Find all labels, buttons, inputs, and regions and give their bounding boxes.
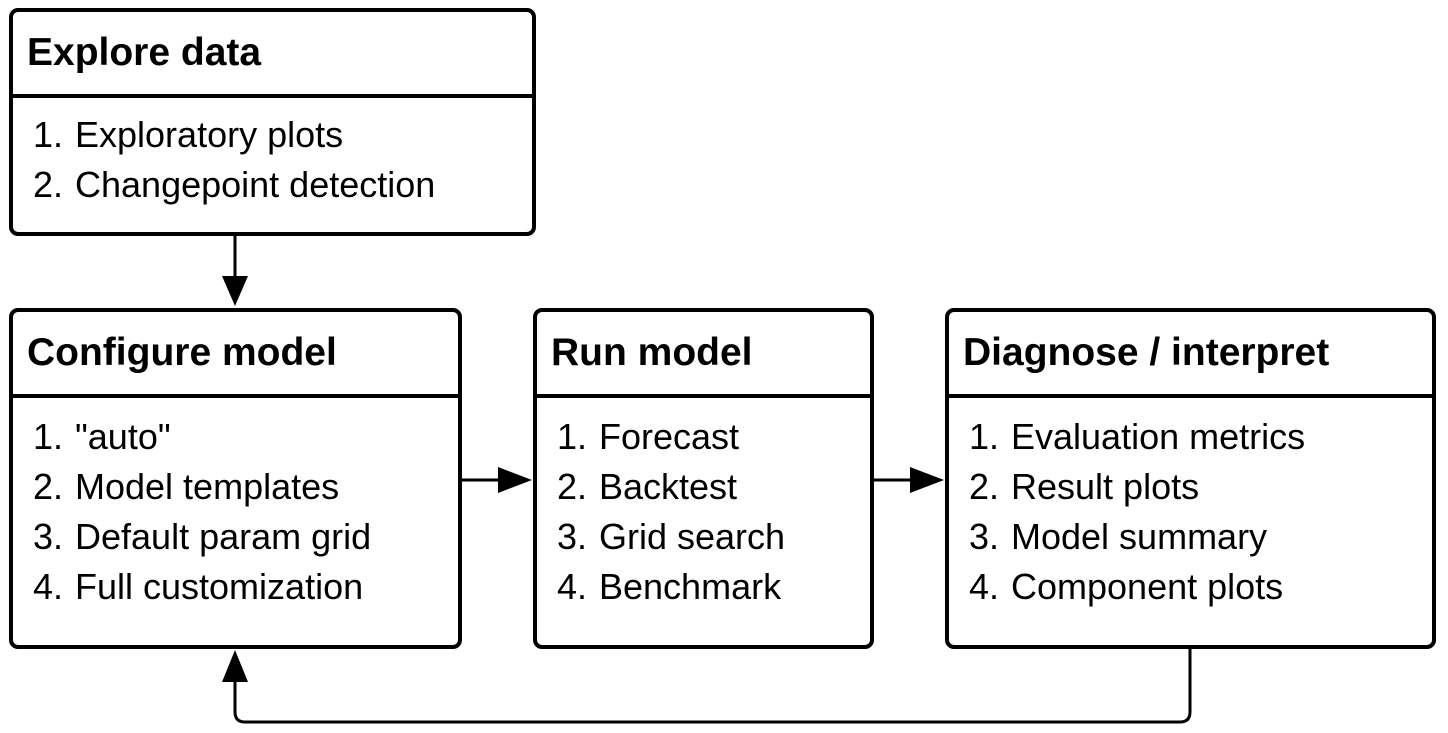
list-item: 1.Exploratory plots xyxy=(33,114,344,155)
configure-model-box: Configure model 1."auto" 2.Model templat… xyxy=(9,308,462,649)
configure-model-title: Configure model xyxy=(13,312,458,398)
arrow-explore-to-configure xyxy=(222,236,248,306)
list-item: 3.Grid search xyxy=(557,516,786,557)
explore-data-box: Explore data 1.Exploratory plots 2.Chang… xyxy=(9,8,536,236)
diagnose-interpret-box: Diagnose / interpret 1.Evaluation metric… xyxy=(945,308,1436,649)
run-model-list: 1.Forecast 2.Backtest 3.Grid search 4.Be… xyxy=(537,398,870,612)
list-item: 4.Benchmark xyxy=(557,566,782,607)
list-item: 2.Changepoint detection xyxy=(33,164,436,205)
diagnose-interpret-list: 1.Evaluation metrics 2.Result plots 3.Mo… xyxy=(949,398,1432,612)
run-model-title: Run model xyxy=(537,312,870,398)
explore-data-title: Explore data xyxy=(13,12,532,98)
run-model-box: Run model 1.Forecast 2.Backtest 3.Grid s… xyxy=(533,308,874,649)
list-item: 3.Default param grid xyxy=(33,516,372,557)
list-item: 2.Backtest xyxy=(557,466,738,507)
list-item: 2.Result plots xyxy=(969,466,1200,507)
list-item: 4.Component plots xyxy=(969,566,1284,607)
configure-model-list: 1."auto" 2.Model templates 3.Default par… xyxy=(13,398,458,612)
list-item: 1."auto" xyxy=(33,416,171,457)
list-item: 3.Model summary xyxy=(969,516,1268,557)
list-item: 4.Full customization xyxy=(33,566,364,607)
list-item: 2.Model templates xyxy=(33,466,340,507)
arrow-configure-to-run xyxy=(460,467,532,493)
arrow-run-to-diagnose xyxy=(873,467,944,493)
arrow-diagnose-to-configure xyxy=(222,648,1192,724)
list-item: 1.Evaluation metrics xyxy=(969,416,1306,457)
list-item: 1.Forecast xyxy=(557,416,740,457)
diagnose-interpret-title: Diagnose / interpret xyxy=(949,312,1432,398)
explore-data-list: 1.Exploratory plots 2.Changepoint detect… xyxy=(13,98,532,210)
